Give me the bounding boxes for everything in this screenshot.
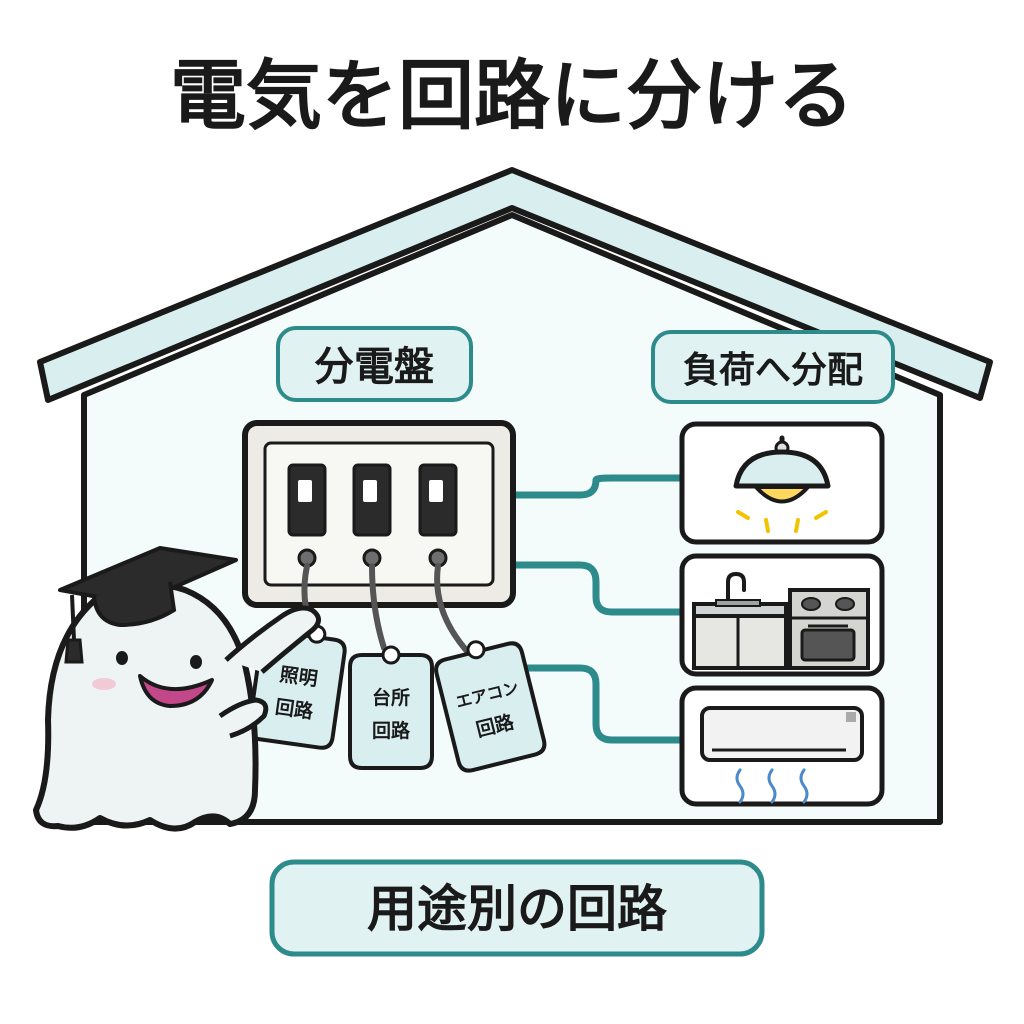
distribute-label: 負荷へ分配 [683,350,863,391]
tag-kitchen-line1: 台所 [372,686,410,709]
panel-label-box: 分電盤 [276,326,473,402]
breaker-3[interactable] [418,463,458,537]
air-conditioner-icon [700,706,864,804]
house-roof [37,167,993,403]
kitchen-icon [692,571,870,670]
bottom-label: 用途別の回路 [367,880,668,938]
tag-lighting-line2: 回路 [274,695,316,723]
tag-lighting-line1: 照明 [278,664,319,691]
breaker-2[interactable] [352,463,392,537]
wires [508,474,684,744]
wire-aircon [516,664,684,744]
distribute-label-box: 負荷へ分配 [651,330,895,404]
load-kitchen-box [679,553,885,677]
tag-kitchen-line2: 回路 [372,719,411,742]
panel-label: 分電盤 [314,344,434,390]
distribution-panel [242,420,516,608]
ceiling-lamp-icon [733,435,831,533]
load-lamp-box [679,421,885,545]
graduation-cap-icon [58,546,238,664]
load-aircon-box [679,685,885,807]
tag-aircon: エアコン 回路 [434,640,547,773]
tag-kitchen: 台所 回路 [348,645,434,770]
breaker-1[interactable] [287,463,327,537]
page-title: 電気を回路に分ける [170,51,854,140]
wire-lighting [508,474,684,499]
wire-kitchen [508,561,684,616]
bottom-label-box: 用途別の回路 [269,859,765,957]
ghost-mascot [33,546,321,832]
